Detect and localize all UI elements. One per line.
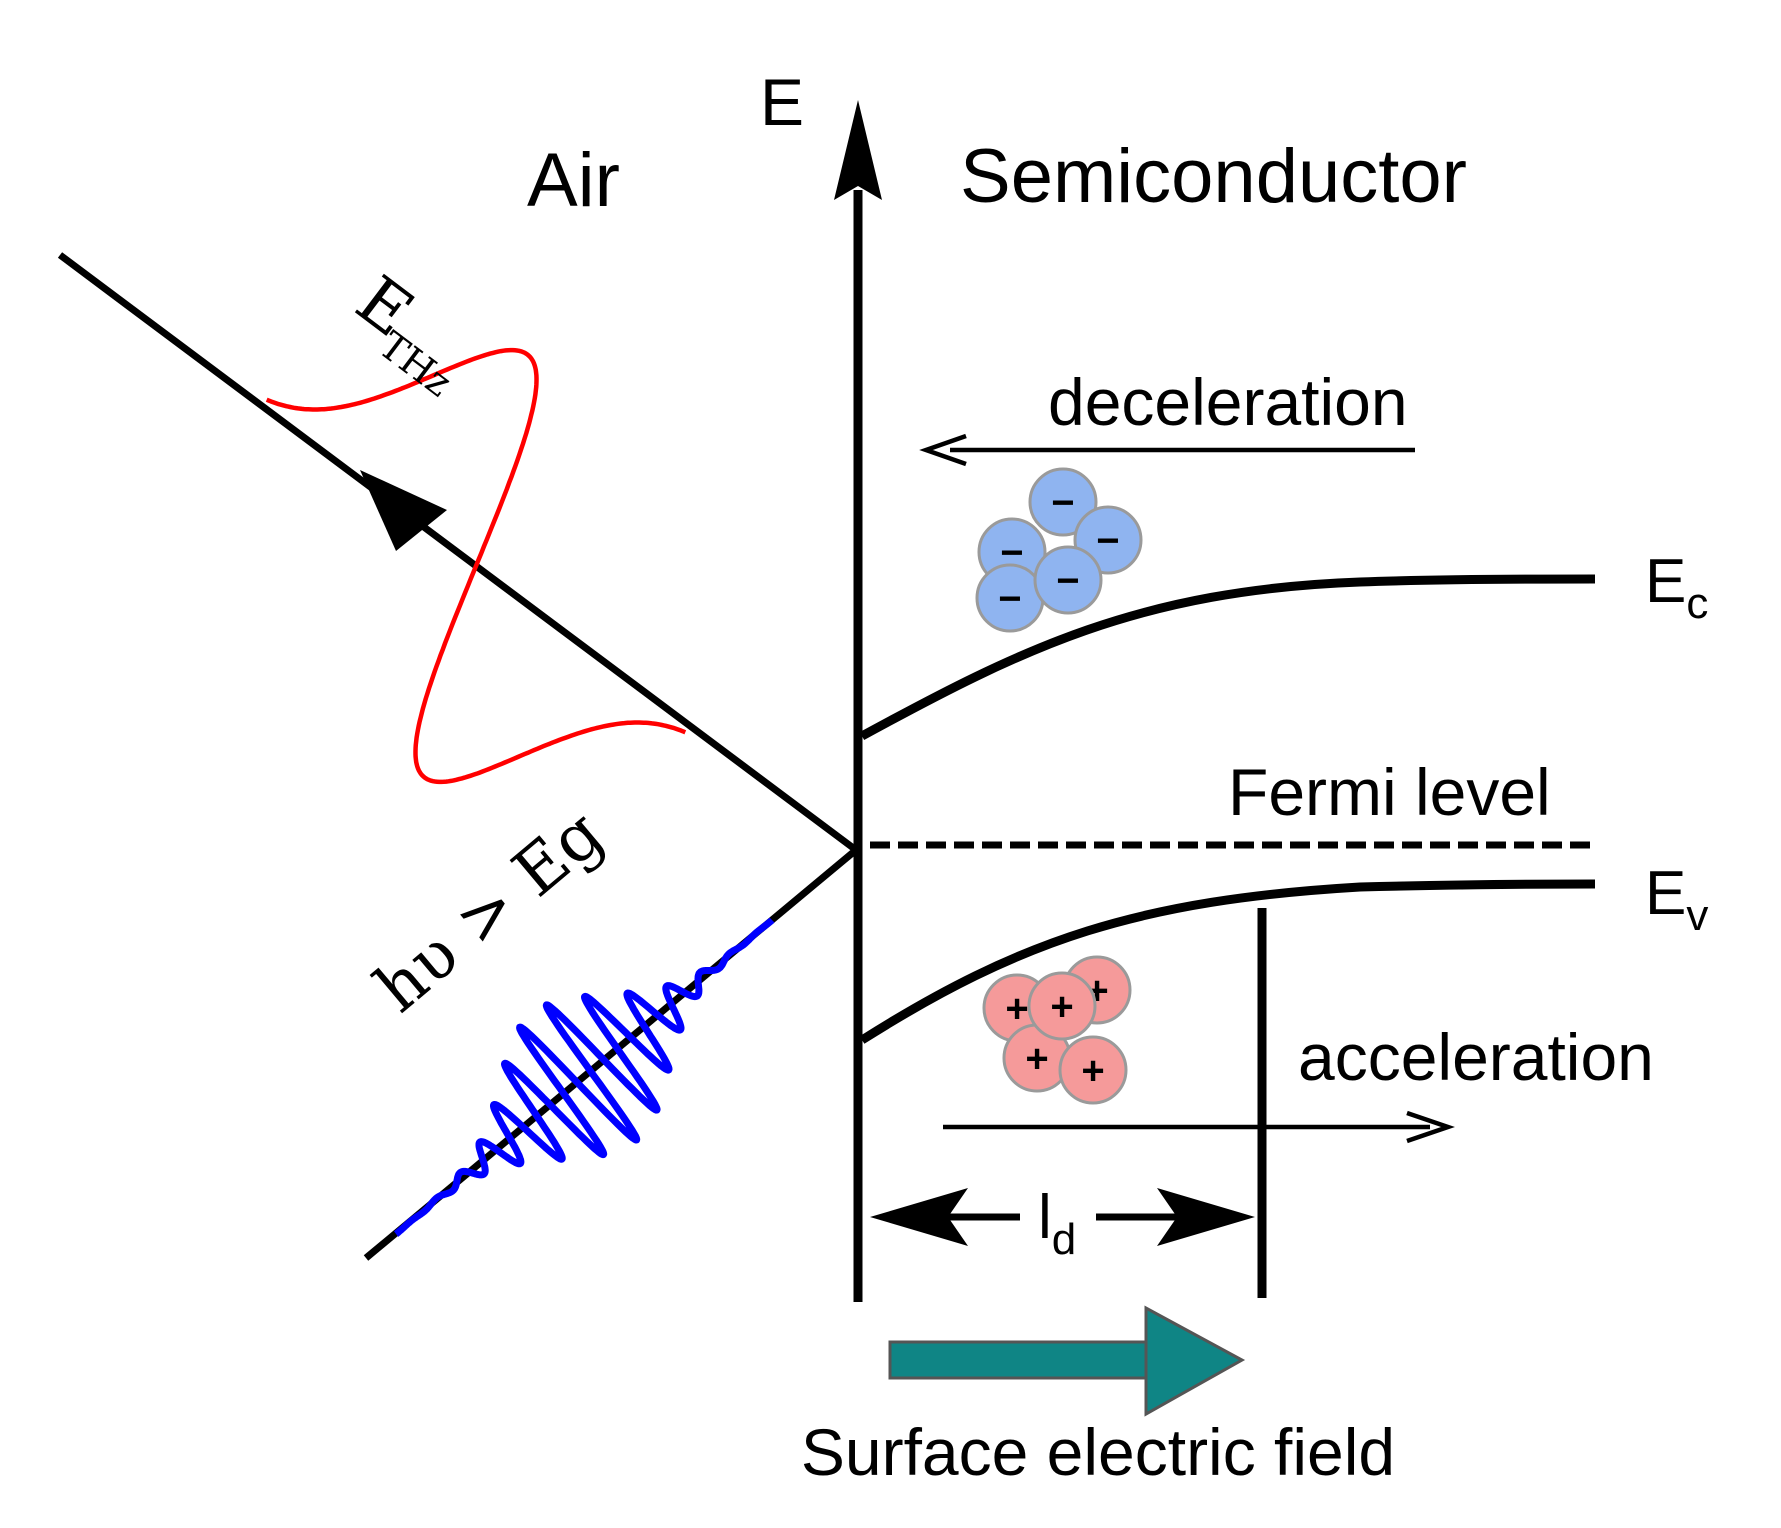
hole-sign: + — [1005, 987, 1028, 1031]
fermi-level-label: Fermi level — [1228, 755, 1551, 829]
valence-label-sub: v — [1686, 891, 1708, 940]
thz-beam-arrowhead — [360, 470, 447, 551]
electron: − — [1033, 545, 1103, 615]
conduction-band-edge — [859, 574, 1596, 740]
conduction-label-main: E — [1645, 547, 1686, 616]
depletion-width-label: ld — [1038, 1183, 1076, 1264]
hole: + — [1002, 1023, 1072, 1093]
photon-energy-label: hυ > Eg — [361, 795, 618, 1028]
depletion-width-indicator: ld — [870, 1183, 1255, 1264]
electron-sign: − — [1056, 559, 1079, 603]
surface-field-arrow — [888, 1305, 1246, 1417]
electron-sign: − — [1051, 481, 1074, 525]
acceleration-label: acceleration — [1298, 1020, 1654, 1094]
thz-field-label: E THz — [342, 261, 460, 405]
hole: + — [1027, 971, 1097, 1041]
depletion-width-arrowhead-right — [1157, 1188, 1255, 1246]
hole: + — [1058, 1035, 1128, 1105]
electron: − — [975, 563, 1045, 633]
conduction-band-label: Ec — [1645, 547, 1708, 628]
hole-sign: + — [1081, 1049, 1104, 1093]
thz-pulse-waveform — [265, 347, 687, 785]
electron-cluster: − − − − − — [975, 467, 1143, 633]
valence-band-label: Ev — [1645, 859, 1708, 940]
electron-sign: − — [998, 577, 1021, 621]
deceleration-arrowhead — [919, 433, 967, 467]
hole-sign: + — [1025, 1037, 1048, 1081]
optical-pulse-waveform — [393, 917, 776, 1238]
conduction-label-sub: c — [1686, 579, 1708, 628]
energy-axis-label: E — [760, 65, 804, 139]
semiconductor-label: Semiconductor — [960, 134, 1467, 219]
electron-sign: − — [1096, 519, 1119, 563]
valence-band-edge — [859, 879, 1596, 1044]
electron: − — [1028, 467, 1098, 537]
hole-cluster: + + + + + — [982, 955, 1132, 1105]
depletion-label-sub: d — [1052, 1215, 1076, 1264]
surface-field-label: Surface electric field — [801, 1415, 1395, 1489]
depletion-width-arrowhead-left — [870, 1188, 968, 1246]
air-label: Air — [527, 138, 620, 223]
thz-beam-line — [57, 252, 859, 853]
valence-label-main: E — [1645, 859, 1686, 928]
deceleration-label: deceleration — [1048, 365, 1408, 439]
depletion-label-main: l — [1038, 1183, 1052, 1252]
hole-sign: + — [1050, 985, 1073, 1029]
acceleration-arrowhead — [1406, 1110, 1455, 1144]
energy-axis-arrowhead — [834, 100, 882, 200]
